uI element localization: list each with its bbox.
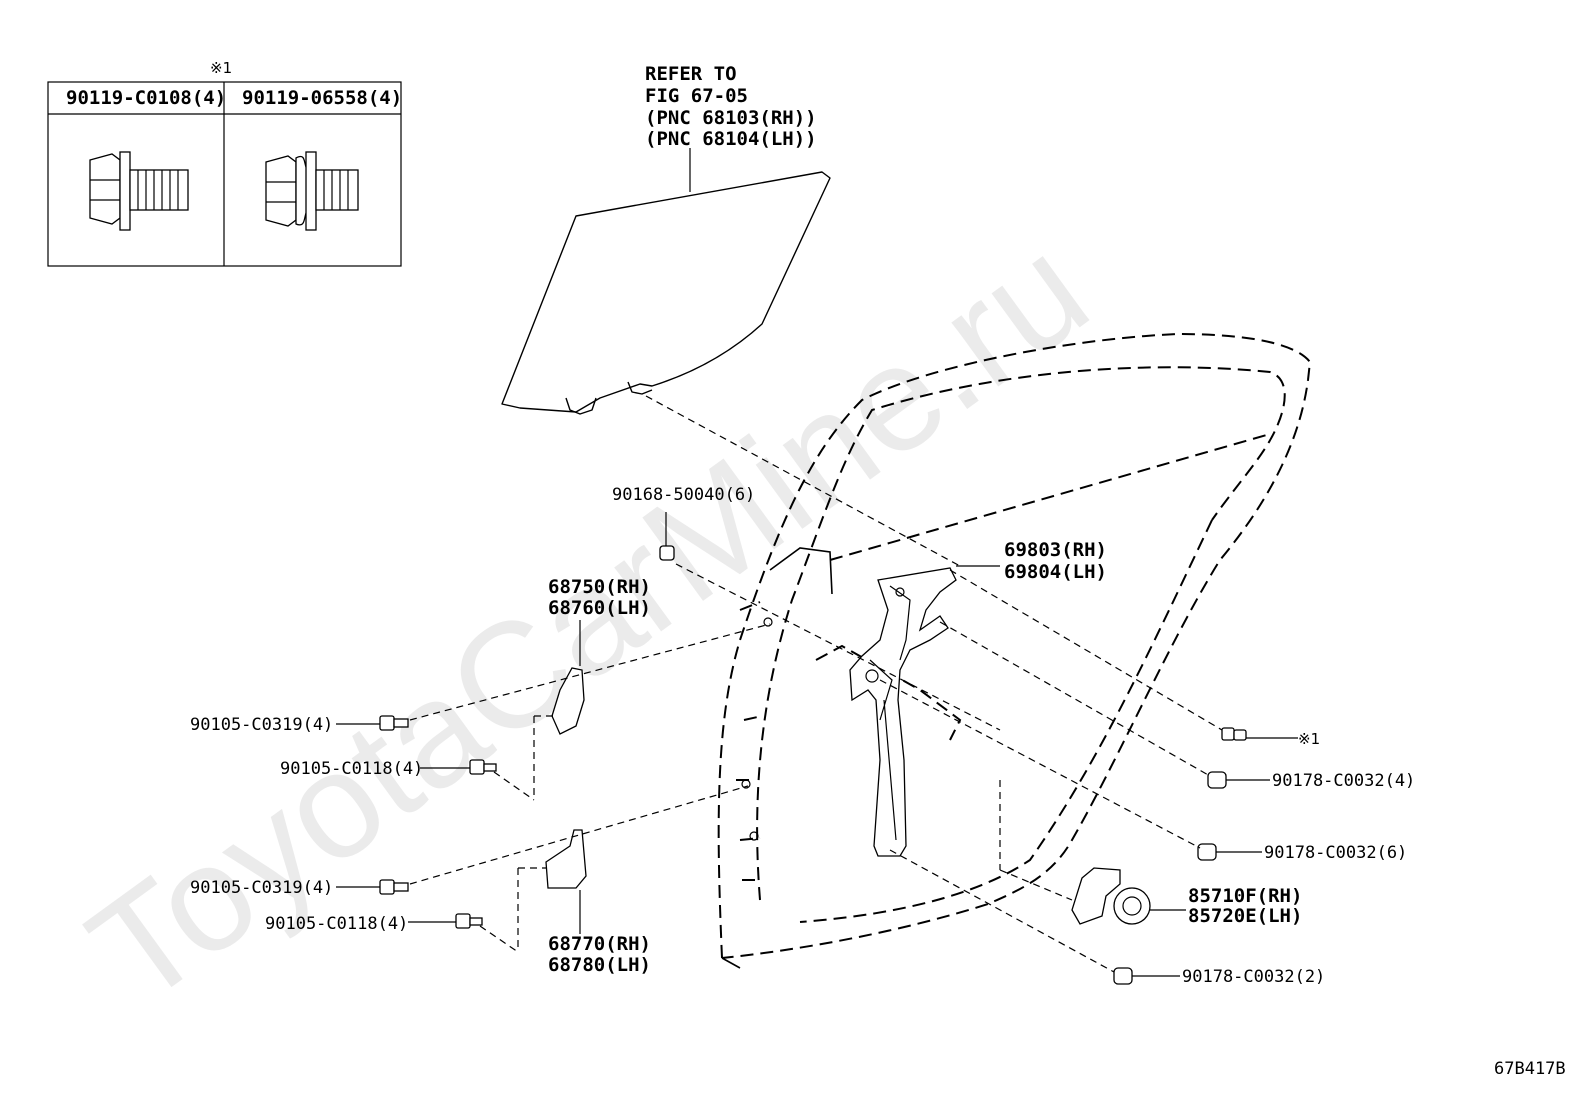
refer-line-4: (PNC 68104(LH)) bbox=[645, 128, 817, 150]
fastener-nut-c bbox=[1113, 967, 1133, 985]
inset-header-1: 90119-C0108(4) bbox=[66, 87, 226, 109]
fastener-90168 bbox=[659, 512, 675, 561]
watermark-text: ToyotaCarMine.ru bbox=[60, 204, 1116, 1036]
label-69804-lh: 69804(LH) bbox=[1004, 561, 1107, 583]
fastener-bolt-lower-a bbox=[379, 879, 409, 895]
label-90178-c0032-4: 90178-C0032(4) bbox=[1272, 771, 1415, 791]
upper-hinge bbox=[551, 620, 585, 735]
inset-header-2: 90119-06558(4) bbox=[242, 87, 402, 109]
window-regulator bbox=[849, 567, 957, 857]
fastener-nut-a bbox=[1207, 771, 1227, 789]
flange-bolt-icon bbox=[89, 151, 189, 231]
label-90105-c0319-upper: 90105-C0319(4) bbox=[190, 715, 333, 735]
figure-code: 67B417B bbox=[1494, 1059, 1566, 1079]
label-68770-rh: 68770(RH) bbox=[548, 933, 651, 955]
label-68750-rh: 68750(RH) bbox=[548, 576, 651, 598]
refer-line-2: FIG 67-05 bbox=[645, 85, 748, 107]
rear-door-outline bbox=[717, 332, 1312, 969]
fastener-bolt-upper-a bbox=[379, 715, 409, 731]
label-85710f-rh: 85710F(RH) bbox=[1188, 885, 1302, 907]
label-90105-c0118-upper: 90105-C0118(4) bbox=[280, 759, 423, 779]
fastener-bolt-mark1 bbox=[1221, 727, 1247, 741]
lower-hinge bbox=[545, 829, 587, 934]
washer-bolt-icon bbox=[265, 151, 359, 231]
fastener-inset-table: ※1 90119-C0108(4) 90119-06558(4) bbox=[47, 59, 402, 267]
inset-mark: ※1 bbox=[210, 59, 232, 77]
label-mark1: ※1 bbox=[1298, 730, 1320, 748]
leader-lines bbox=[336, 565, 1298, 977]
label-90105-c0319-lower: 90105-C0319(4) bbox=[190, 878, 333, 898]
refer-line-1: REFER TO bbox=[645, 63, 737, 85]
fastener-bolt-lower-b bbox=[455, 913, 483, 929]
label-90168-50040: 90168-50040(6) bbox=[612, 485, 755, 505]
label-68760-lh: 68760(LH) bbox=[548, 597, 651, 619]
refer-note: REFER TO FIG 67-05 (PNC 68103(RH)) (PNC … bbox=[645, 63, 817, 192]
label-90178-c0032-2: 90178-C0032(2) bbox=[1182, 967, 1325, 987]
label-68780-lh: 68780(LH) bbox=[548, 954, 651, 976]
label-90178-c0032-6: 90178-C0032(6) bbox=[1264, 843, 1407, 863]
window-motor bbox=[1071, 867, 1186, 925]
refer-line-3: (PNC 68103(RH)) bbox=[645, 107, 817, 129]
callout-labels: 90168-50040(6) 69803(RH) 69804(LH) 68750… bbox=[190, 485, 1415, 987]
fastener-nut-b bbox=[1197, 843, 1217, 861]
label-90105-c0118-lower: 90105-C0118(4) bbox=[265, 914, 408, 934]
door-glass bbox=[501, 171, 831, 415]
fastener-bolt-upper-b bbox=[469, 759, 497, 775]
assembly-lines bbox=[409, 395, 1223, 973]
label-69803-rh: 69803(RH) bbox=[1004, 539, 1107, 561]
label-85720e-lh: 85720E(LH) bbox=[1188, 905, 1302, 927]
